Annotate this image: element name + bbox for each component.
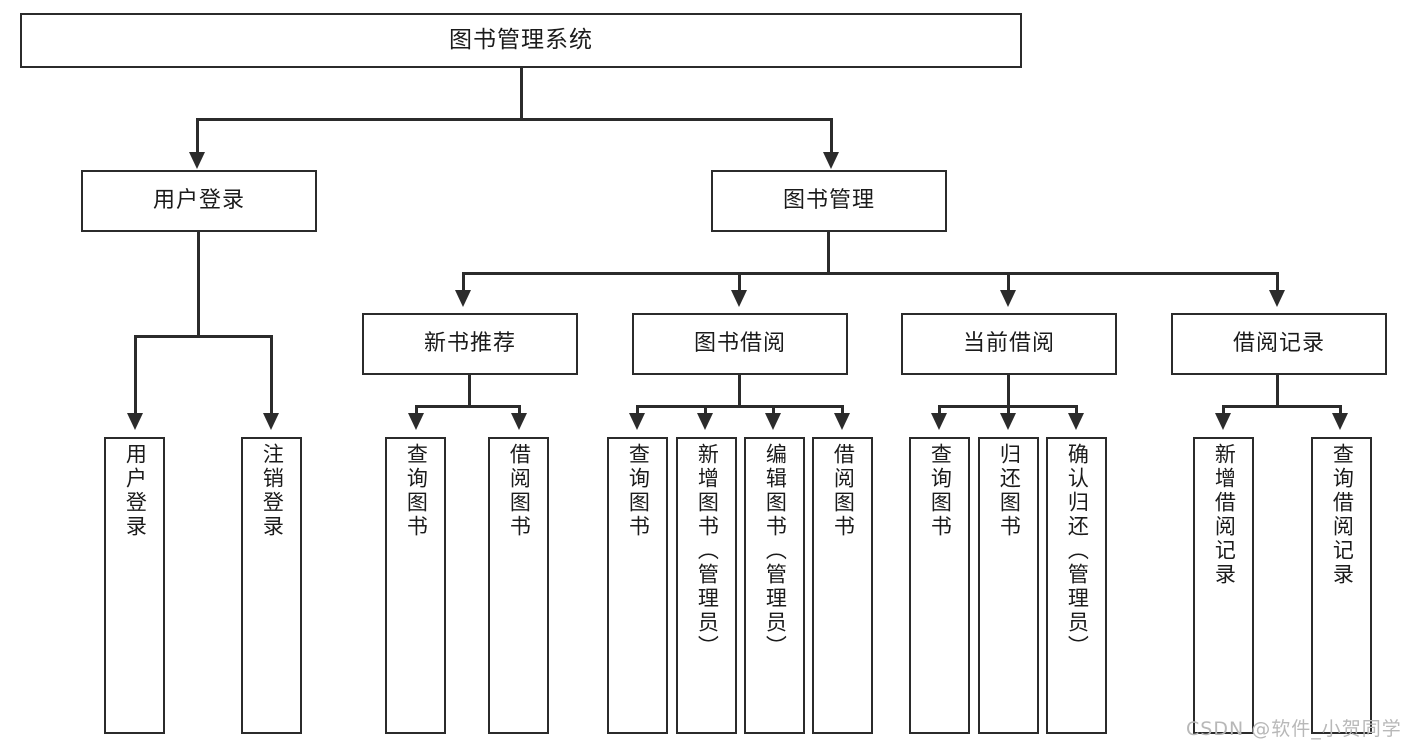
arrow-to-new-book-recommend [455, 290, 471, 307]
node-label: 查询图书 [404, 443, 429, 539]
node-label: 借阅记录 [1232, 330, 1325, 356]
node-label: 查询借阅记录 [1330, 443, 1355, 587]
node-label: 新书推荐 [423, 330, 516, 356]
node-label: 确认归还（管理员） [1065, 443, 1090, 659]
connector-user-login-stem [197, 232, 200, 337]
connector-borrow-record-stem [1276, 375, 1279, 408]
arrow-nbr-leaf-1 [408, 413, 424, 430]
leaf-book-borrow-0[interactable]: 查询图书 [607, 437, 668, 734]
arrow-br-leaf-2 [1332, 413, 1348, 430]
node-borrow-record[interactable]: 借阅记录 [1171, 313, 1387, 375]
arrow-to-book-borrow [731, 290, 747, 307]
connector-root-stem [520, 68, 523, 120]
connector-new-book-recommend-bus [415, 405, 521, 408]
connector-bb-leaf-3 [772, 405, 775, 417]
node-label: 归还图书 [997, 443, 1022, 539]
node-label: 查询图书 [928, 443, 953, 539]
node-label: 用户登录 [152, 187, 245, 213]
arrow-to-book-management [823, 152, 839, 169]
node-label: 图书借阅 [693, 330, 786, 356]
node-label: 查询图书 [626, 443, 651, 539]
node-label: 当前借阅 [962, 330, 1055, 356]
node-label: 用户登录 [123, 443, 148, 539]
connector-level2-bus [196, 118, 833, 121]
connector-to-user-login [196, 118, 199, 156]
arrow-bb-leaf-1 [629, 413, 645, 430]
node-label: 借阅图书 [507, 443, 532, 539]
leaf-user-login-0[interactable]: 用户登录 [104, 437, 165, 734]
node-label: 新增借阅记录 [1212, 443, 1237, 587]
arrow-to-borrow-record [1269, 290, 1285, 307]
arrow-cb-leaf-2 [1000, 413, 1016, 430]
leaf-book-borrow-1[interactable]: 新增图书（管理员） [676, 437, 737, 734]
connector-cb-leaf-3 [1075, 405, 1078, 417]
watermark-text: CSDN @软件_小贺同学 [1186, 718, 1402, 740]
arrow-to-user-login [189, 152, 205, 169]
leaf-new-book-recommend-1[interactable]: 借阅图书 [488, 437, 549, 734]
node-label: 图书管理系统 [449, 26, 593, 53]
connector-bb-leaf-4 [841, 405, 844, 417]
arrow-nbr-leaf-2 [511, 413, 527, 430]
leaf-current-borrow-2[interactable]: 确认归还（管理员） [1046, 437, 1107, 734]
node-root-book-management-system[interactable]: 图书管理系统 [20, 13, 1022, 68]
node-book-management[interactable]: 图书管理 [711, 170, 947, 232]
arrow-user-login-leaf-1 [127, 413, 143, 430]
node-label: 新增图书（管理员） [695, 443, 720, 659]
node-user-login[interactable]: 用户登录 [81, 170, 317, 232]
arrow-to-current-borrow [1000, 290, 1016, 307]
connector-nbr-leaf-2 [518, 405, 521, 417]
node-new-book-recommend[interactable]: 新书推荐 [362, 313, 578, 375]
connector-br-leaf-1 [1222, 405, 1225, 417]
connector-to-book-management [830, 118, 833, 156]
connector-cb-leaf-2 [1007, 405, 1010, 417]
arrow-br-leaf-1 [1215, 413, 1231, 430]
node-label: 编辑图书（管理员） [763, 443, 788, 659]
arrow-bb-leaf-3 [765, 413, 781, 430]
arrow-bb-leaf-4 [834, 413, 850, 430]
connector-to-borrow-record [1276, 272, 1279, 294]
connector-to-new-book-recommend [462, 272, 465, 294]
connector-bb-leaf-1 [636, 405, 639, 417]
connector-book-management-stem [827, 232, 830, 274]
connector-level3-bus [462, 272, 1279, 275]
connector-to-current-borrow [1007, 272, 1010, 294]
connector-to-book-borrow [738, 272, 741, 294]
leaf-book-borrow-2[interactable]: 编辑图书（管理员） [744, 437, 805, 734]
connector-cb-leaf-1 [938, 405, 941, 417]
arrow-cb-leaf-1 [931, 413, 947, 430]
node-label: 图书管理 [782, 187, 875, 213]
connector-new-book-recommend-stem [468, 375, 471, 408]
connector-user-login-leaf-1 [134, 335, 137, 417]
arrow-bb-leaf-2 [697, 413, 713, 430]
connector-user-login-leaf-2 [270, 335, 273, 417]
node-book-borrow[interactable]: 图书借阅 [632, 313, 848, 375]
node-label: 注销登录 [260, 443, 285, 539]
arrow-cb-leaf-3 [1068, 413, 1084, 430]
connector-bb-leaf-2 [704, 405, 707, 417]
leaf-new-book-recommend-0[interactable]: 查询图书 [385, 437, 446, 734]
leaf-borrow-record-0[interactable]: 新增借阅记录 [1193, 437, 1254, 734]
connector-current-borrow-stem [1007, 375, 1010, 408]
node-current-borrow[interactable]: 当前借阅 [901, 313, 1117, 375]
leaf-user-login-1[interactable]: 注销登录 [241, 437, 302, 734]
connector-borrow-record-bus [1222, 405, 1342, 408]
leaf-current-borrow-0[interactable]: 查询图书 [909, 437, 970, 734]
connector-nbr-leaf-1 [415, 405, 418, 417]
arrow-user-login-leaf-2 [263, 413, 279, 430]
connector-book-borrow-stem [738, 375, 741, 408]
node-label: 借阅图书 [831, 443, 856, 539]
leaf-book-borrow-3[interactable]: 借阅图书 [812, 437, 873, 734]
connector-book-borrow-bus [636, 405, 844, 408]
connector-user-login-bus [134, 335, 273, 338]
leaf-current-borrow-1[interactable]: 归还图书 [978, 437, 1039, 734]
connector-br-leaf-2 [1339, 405, 1342, 417]
leaf-borrow-record-1[interactable]: 查询借阅记录 [1311, 437, 1372, 734]
